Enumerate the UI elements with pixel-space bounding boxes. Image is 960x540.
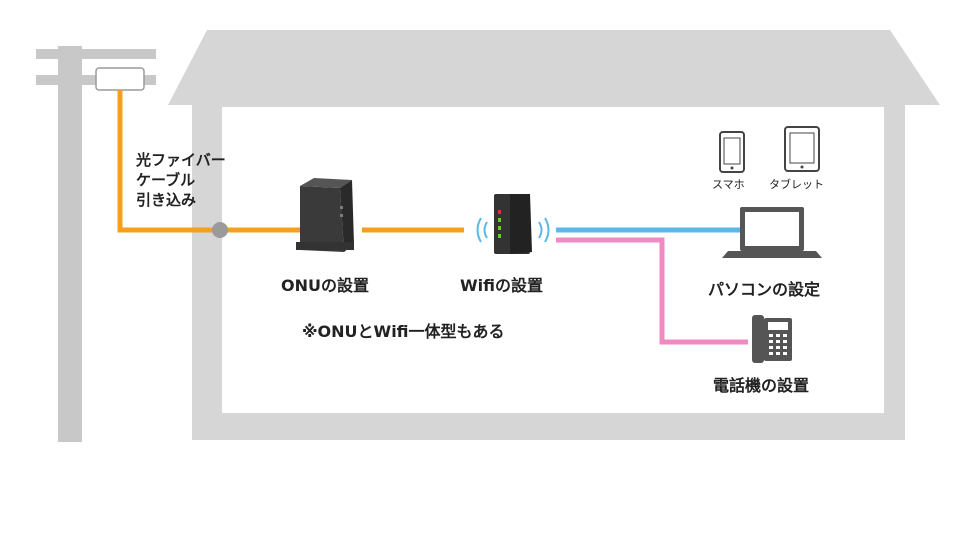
house-outline (168, 30, 940, 440)
phone-setup-label: 電話機の設置 (713, 376, 810, 395)
phone-cable-line (556, 237, 748, 345)
pc-setup-label: パソコンの設定 (708, 280, 821, 299)
utility-pole-icon (36, 46, 156, 442)
fiber-label-line1: 光ファイバー (136, 151, 226, 169)
fiber-cable-label: 光ファイバー ケーブル 引き込み (136, 150, 256, 210)
combo-note-label: ※ONUとWifi一体型もある (302, 322, 505, 341)
onu-label: ONUの設置 (281, 276, 369, 295)
laptop-icon (722, 207, 822, 258)
telephone-icon (752, 315, 792, 363)
tablet-label: タブレット (769, 178, 824, 191)
smartphone-icon (719, 131, 745, 173)
tablet-icon (784, 126, 820, 172)
fiber-label-line3: 引き込み (136, 191, 197, 209)
fiber-cable-line (117, 90, 300, 233)
onu-device-icon (296, 178, 354, 252)
wifi-label: Wifiの設置 (460, 276, 543, 295)
wall-entry-point (212, 222, 228, 238)
smartphone-label: スマホ (712, 178, 745, 191)
wifi-router-icon (476, 194, 550, 254)
fiber-label-line2: ケーブル (136, 171, 196, 189)
